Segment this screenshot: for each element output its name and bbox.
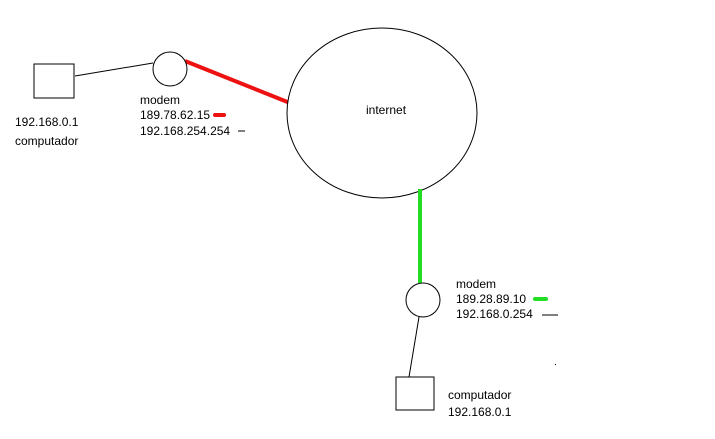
computer-left-ip: 192.168.0.1 xyxy=(15,115,79,129)
computer-left-box xyxy=(33,63,75,99)
computer-right-box xyxy=(395,376,435,411)
modem-left-public-ip: 189.78.62.15 xyxy=(140,108,211,122)
internet-label: internet xyxy=(366,103,407,117)
link-computer-modem-left xyxy=(74,62,154,77)
computer-left-label: computador xyxy=(15,134,79,148)
modem-left-local-ip: 192.168.254.254 xyxy=(140,124,231,138)
link-modem-computer-right xyxy=(408,316,420,378)
internet-ellipse xyxy=(286,27,478,199)
modem-right-public-ip: 189.28.89.10 xyxy=(456,292,527,306)
modem-right-circle xyxy=(405,282,441,318)
modem-right-label: modem xyxy=(456,277,497,291)
modem-left-circle xyxy=(152,51,188,87)
stray-dot xyxy=(555,364,556,365)
computer-right-ip: 192.168.0.1 xyxy=(448,405,512,419)
link-modem-internet-left xyxy=(184,59,291,105)
modem-right-local-ip: 192.168.0.254 xyxy=(456,307,533,321)
modem-left-label: modem xyxy=(140,93,181,107)
computer-right-label: computador xyxy=(448,388,512,402)
